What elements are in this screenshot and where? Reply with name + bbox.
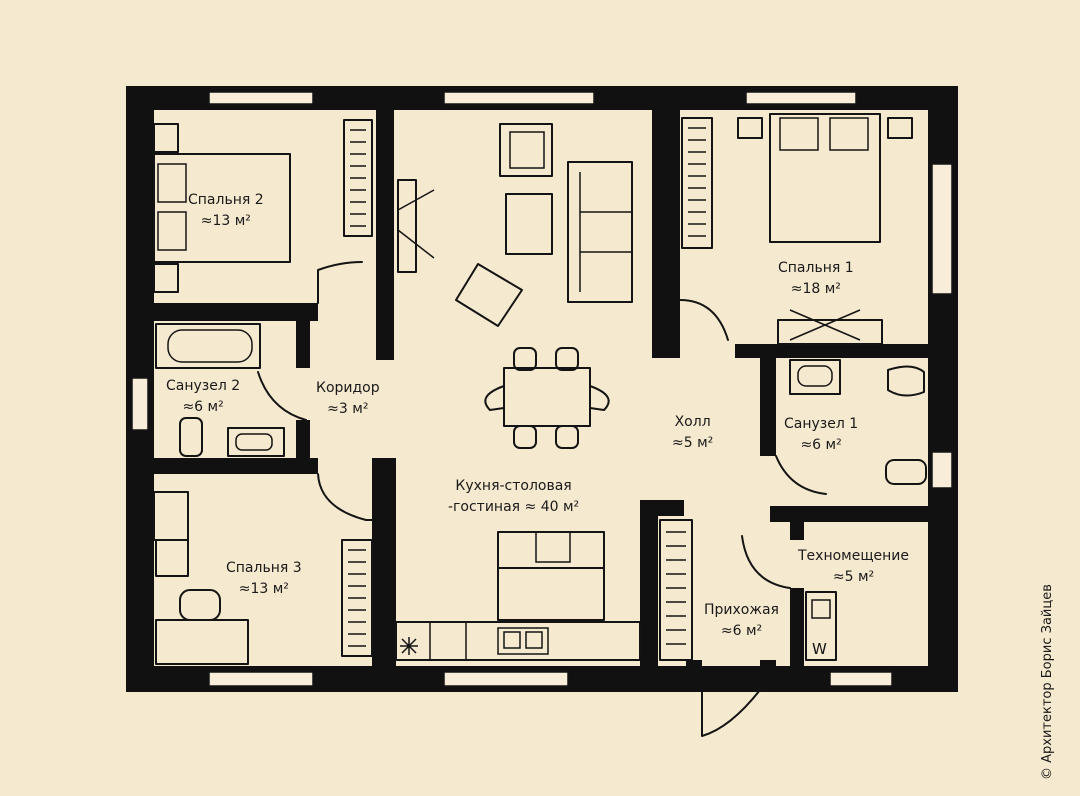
room-bedroom3: Спальня 3 ≈13 м² — [226, 558, 302, 600]
windows — [131, 91, 953, 687]
room-area: ≈18 м² — [790, 281, 841, 297]
room-name: Техномещение — [798, 548, 910, 564]
room-area: ≈13 м² — [200, 213, 251, 229]
washbasin — [789, 359, 841, 395]
desk — [155, 619, 249, 665]
bedroom3-furniture — [153, 491, 373, 665]
dining-table — [503, 367, 591, 427]
room-area: ≈13 м² — [238, 581, 289, 597]
door-utility — [741, 535, 791, 589]
door-bath2 — [257, 371, 307, 421]
copyright-note: © Архитектор Борис Зайцев — [1040, 584, 1055, 780]
nightstand — [153, 263, 179, 293]
pillow — [829, 117, 869, 151]
door-bath1 — [775, 455, 827, 495]
bedroom1-furniture — [681, 113, 913, 345]
entry-furniture — [659, 519, 837, 661]
room-name: Спальня 2 — [188, 192, 264, 208]
pillow — [779, 117, 819, 151]
toilet — [885, 459, 927, 485]
room-utility: Техномещение ≈5 м² — [798, 546, 909, 588]
kitchen-counter — [395, 621, 641, 661]
room-hall: Холл ≈5 м² — [672, 412, 713, 454]
living-furniture — [397, 123, 633, 449]
sink — [497, 627, 549, 655]
pillow — [157, 211, 187, 251]
door-bedroom3 — [317, 473, 373, 521]
chair-seat — [179, 589, 221, 621]
room-name: Холл — [674, 414, 711, 430]
chair — [155, 539, 189, 577]
room-area: ≈6 м² — [720, 623, 763, 639]
bath2-fixtures — [155, 323, 285, 457]
room-area: ≈5 м² — [832, 569, 875, 585]
room-area: -гостиная ≈ 40 м² — [448, 499, 580, 515]
armchair — [499, 123, 553, 177]
room-name: Прихожая — [704, 602, 779, 618]
room-bedroom2: Спальня 2 ≈13 м² — [188, 190, 264, 232]
kitchen-island — [497, 531, 605, 621]
room-area: ≈6 м² — [800, 437, 842, 453]
chair — [555, 347, 579, 371]
nightstand — [737, 117, 763, 139]
room-area: ≈3 м² — [327, 401, 369, 417]
washbasin — [227, 427, 285, 457]
bedroom2-furniture — [153, 119, 373, 293]
room-area: ≈6 м² — [182, 399, 224, 415]
nightstand — [153, 123, 179, 153]
room-corridor: Коридор ≈3 м² — [316, 378, 380, 420]
wardrobe — [341, 539, 373, 657]
room-bedroom1: Спальня 1 ≈18 м² — [778, 258, 854, 300]
kitchen-furniture — [395, 531, 641, 661]
door-bedroom2 — [317, 261, 363, 304]
wardrobe — [681, 117, 713, 249]
doors — [257, 261, 827, 737]
room-area: ≈5 м² — [672, 435, 714, 451]
chair — [513, 347, 537, 371]
room-entry: Прихожая ≈6 м² — [704, 600, 779, 642]
nightstand — [153, 491, 189, 541]
door-entrance — [701, 689, 761, 737]
door-bedroom1 — [679, 299, 729, 341]
room-name: Кухня-столовая — [455, 478, 572, 494]
room-bath2: Санузел 2 ≈6 м² — [166, 376, 240, 418]
dresser — [777, 319, 883, 345]
room-name: Санузел 1 — [784, 416, 859, 432]
chair — [513, 425, 537, 449]
room-name: Санузел 2 — [166, 378, 241, 394]
bed — [153, 153, 291, 263]
nightstand — [887, 117, 913, 139]
wardrobe — [659, 519, 693, 661]
wardrobe — [343, 119, 373, 237]
pillow — [157, 163, 187, 203]
room-name: Спальня 3 — [226, 560, 302, 576]
armchair — [455, 263, 523, 327]
sofa — [567, 161, 633, 303]
washer-mark: W — [812, 640, 827, 658]
shower — [887, 365, 925, 397]
bathtub — [155, 323, 261, 369]
toilet — [179, 417, 203, 457]
coffee-table — [505, 193, 553, 255]
chair — [484, 385, 505, 411]
room-bath1: Санузел 1 ≈6 м² — [784, 414, 858, 456]
stove-mark — [400, 637, 418, 655]
tv-stand — [397, 179, 417, 273]
room-name: Коридор — [316, 380, 380, 396]
bath1-fixtures — [789, 359, 927, 485]
interior-walls — [140, 110, 940, 692]
room-kitchen-living: Кухня-столовая -гостиная ≈ 40 м² — [448, 476, 579, 518]
bed — [769, 113, 881, 243]
chair — [589, 385, 610, 411]
boiler — [805, 591, 837, 661]
chair — [555, 425, 579, 449]
room-name: Спальня 1 — [778, 260, 854, 276]
